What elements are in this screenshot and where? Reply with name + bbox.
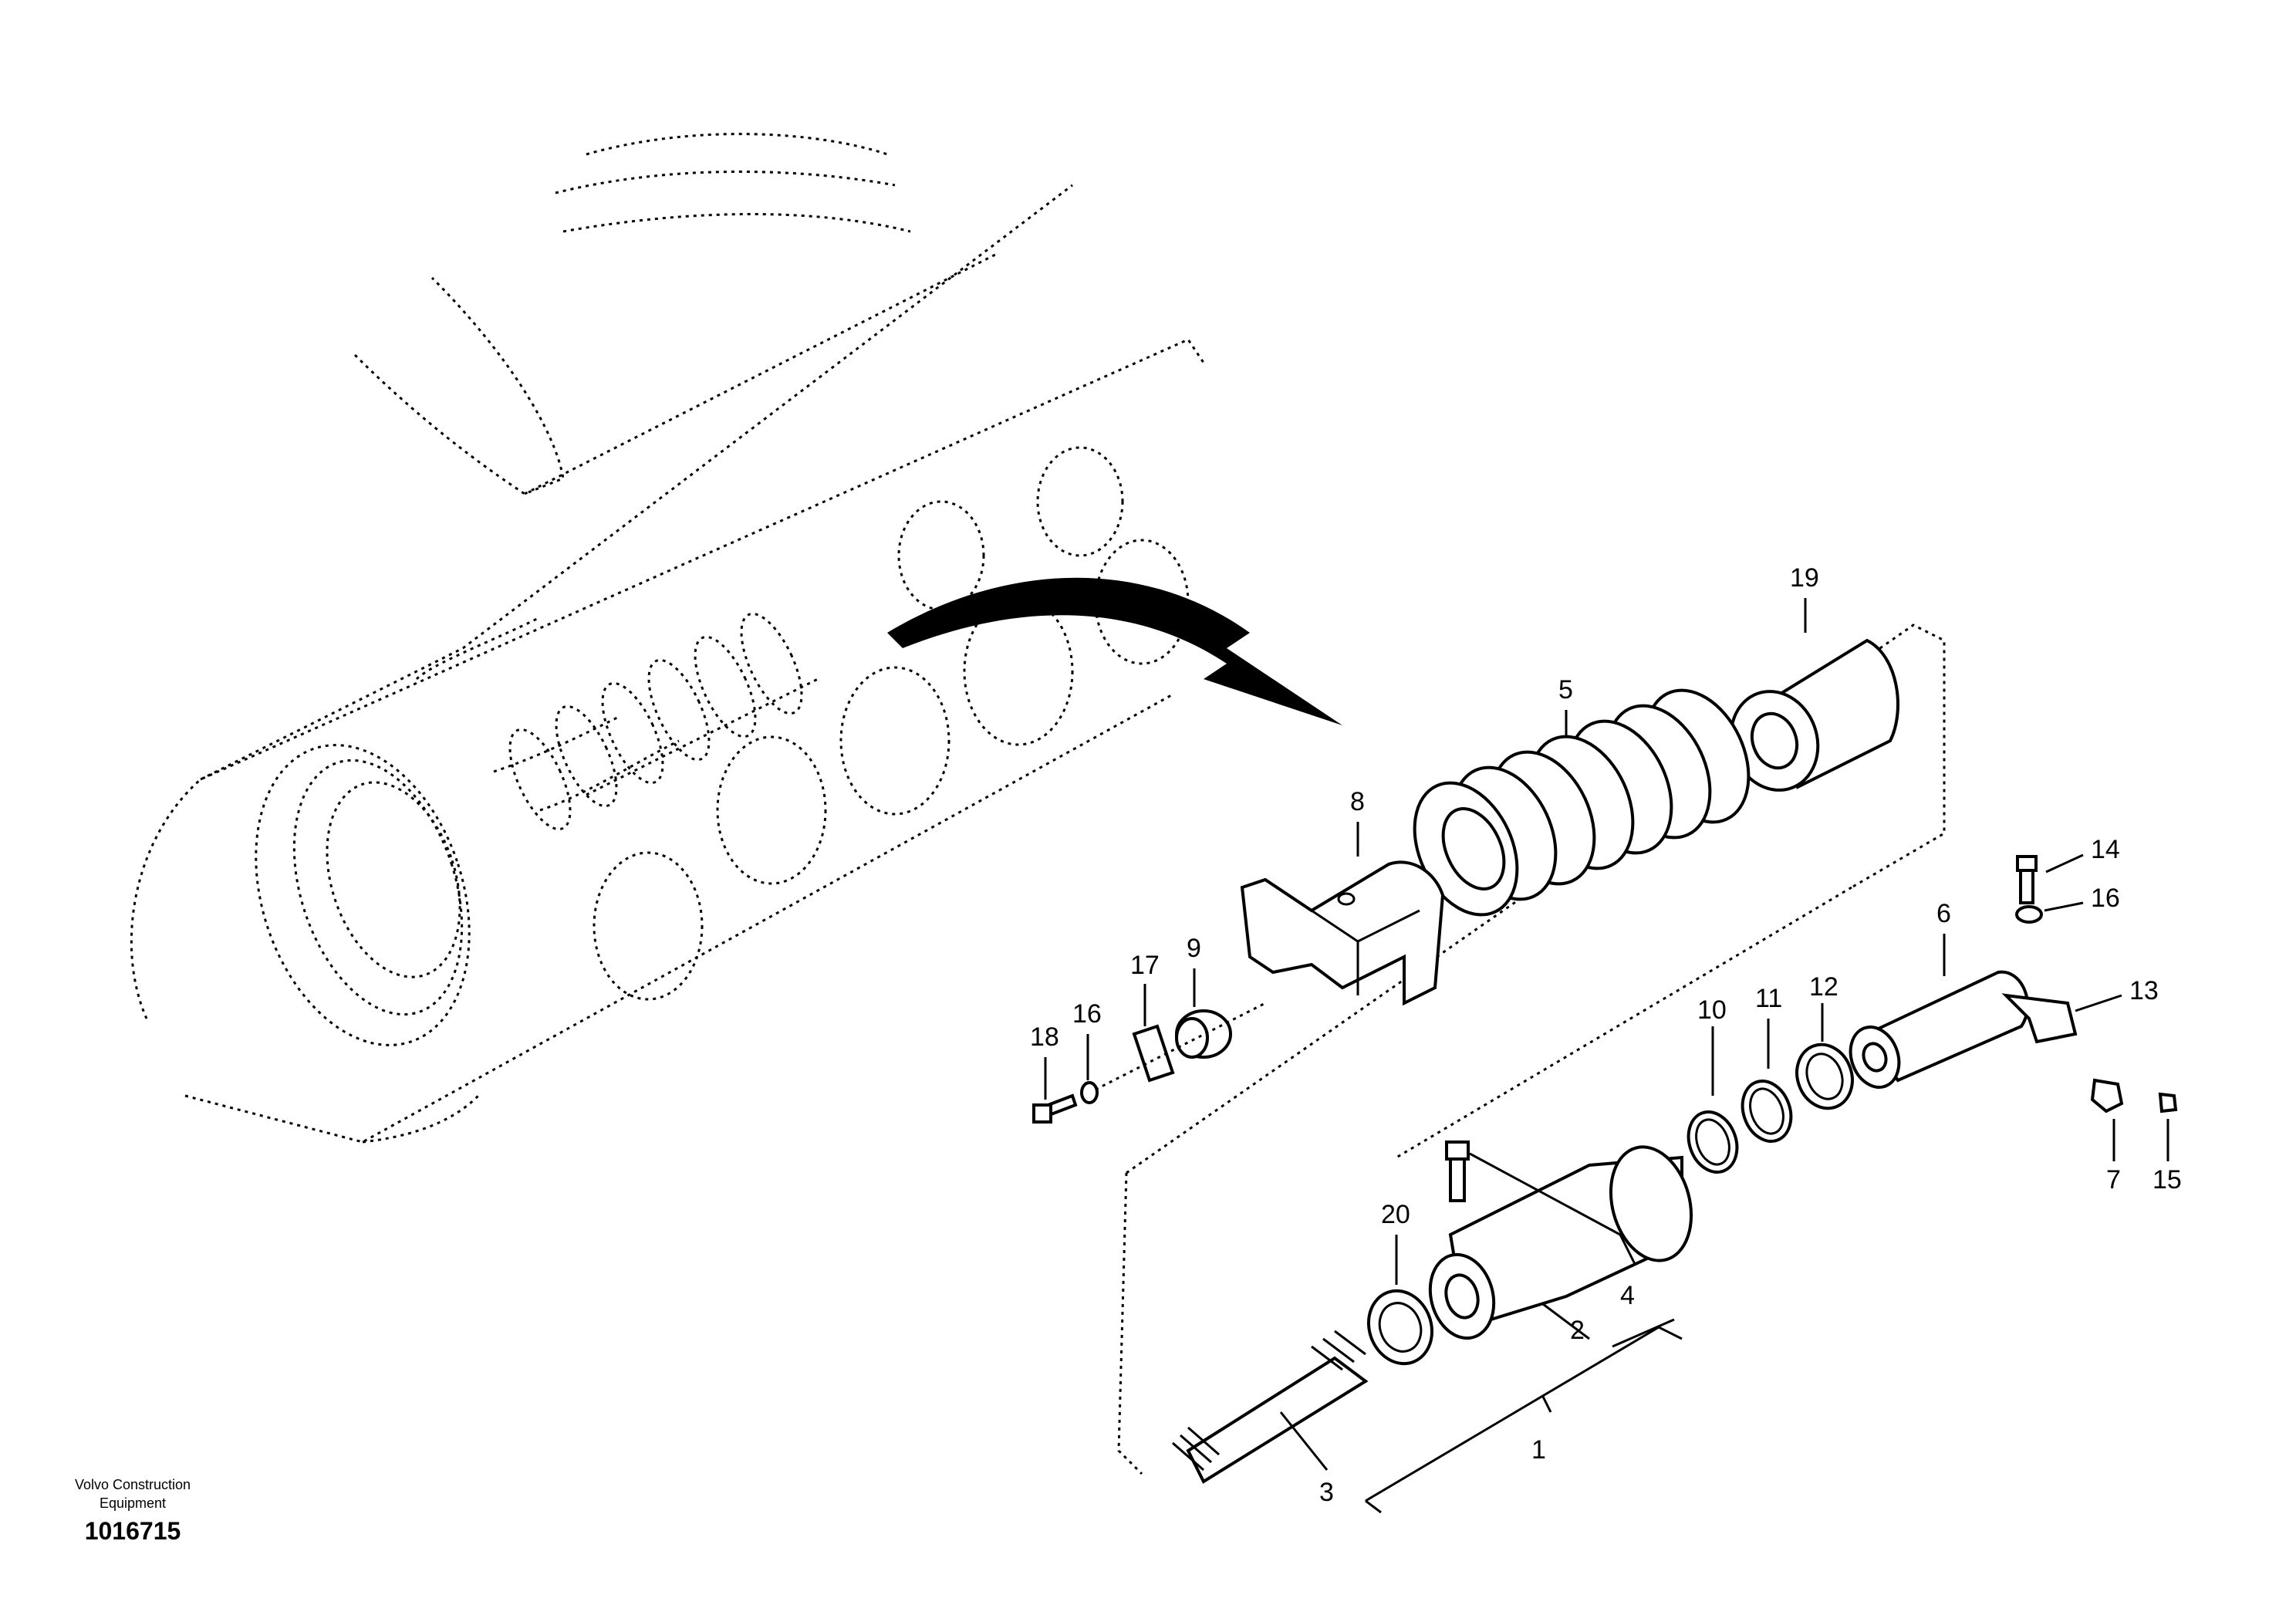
part-18-bolt: [1032, 1093, 1078, 1124]
callout-2: 2: [1570, 1316, 1585, 1345]
part-10-seal: [1687, 1110, 1739, 1174]
manufacturer-caption: Volvo Construction Equipment: [48, 1475, 218, 1512]
callout-6: 6: [1936, 899, 1951, 928]
callout-16-left: 16: [1072, 999, 1102, 1029]
callout-17: 17: [1130, 951, 1160, 980]
part-5-recoil-spring: [1413, 688, 1751, 917]
callout-8: 8: [1350, 787, 1365, 816]
part-2-rod-piston: [1428, 1145, 1693, 1340]
callout-5: 5: [1558, 675, 1573, 705]
part-14-bolt: [2016, 855, 2038, 904]
exploded-view-arrow: [887, 577, 1342, 725]
callout-15: 15: [2152, 1165, 2182, 1195]
callout-7: 7: [2106, 1165, 2121, 1195]
part-3-threaded-rod: [1172, 1330, 1369, 1484]
callout-1: 1: [1531, 1435, 1546, 1465]
callout-19: 19: [1790, 563, 1819, 593]
part-4-bolt: [1445, 1140, 1470, 1202]
part-19-bushing: [1729, 638, 1899, 792]
callout-20: 20: [1381, 1200, 1410, 1229]
drawing-number: 1016715: [84, 1517, 181, 1545]
part-8-yoke-bracket: [1240, 860, 1445, 1006]
part-15-grease-fitting: [2158, 1092, 2178, 1113]
leader-lines: [1044, 598, 2169, 1514]
manufacturer-line-1: Volvo Construction: [74, 1477, 191, 1492]
callout-3: 3: [1319, 1478, 1334, 1507]
part-20-seal-ring: [1366, 1289, 1434, 1366]
callout-12: 12: [1809, 972, 1838, 1002]
part-9-nut: [1175, 1009, 1232, 1059]
assembly-axis: [1095, 1002, 1266, 1091]
callout-10: 10: [1697, 995, 1727, 1025]
part-12-seal: [1795, 1042, 1854, 1110]
part-11-ring: [1741, 1080, 1793, 1143]
callout-labels: 19 5 8 14 16 6 17 9 13 12 16 11 18 10 7 …: [1030, 563, 2182, 1507]
part-16-washer-left: [1080, 1081, 1099, 1104]
assembly-group-frame: [1117, 623, 1946, 1475]
part-16-washer-right: [2015, 905, 2043, 924]
callout-14: 14: [2091, 835, 2120, 864]
part-7-grease-valve: [2090, 1078, 2124, 1113]
callout-9: 9: [1187, 934, 1201, 963]
callout-4: 4: [1620, 1281, 1635, 1310]
part-6-grease-cylinder: [1849, 970, 2030, 1089]
callout-13: 13: [2129, 976, 2159, 1005]
part-13-bracket: [2001, 993, 2078, 1044]
callout-18: 18: [1030, 1022, 1059, 1052]
machine-undercarriage-outline: [130, 133, 1205, 1144]
callout-16-right: 16: [2091, 884, 2120, 913]
manufacturer-line-2: Equipment: [99, 1495, 167, 1511]
callout-11: 11: [1755, 984, 1782, 1013]
